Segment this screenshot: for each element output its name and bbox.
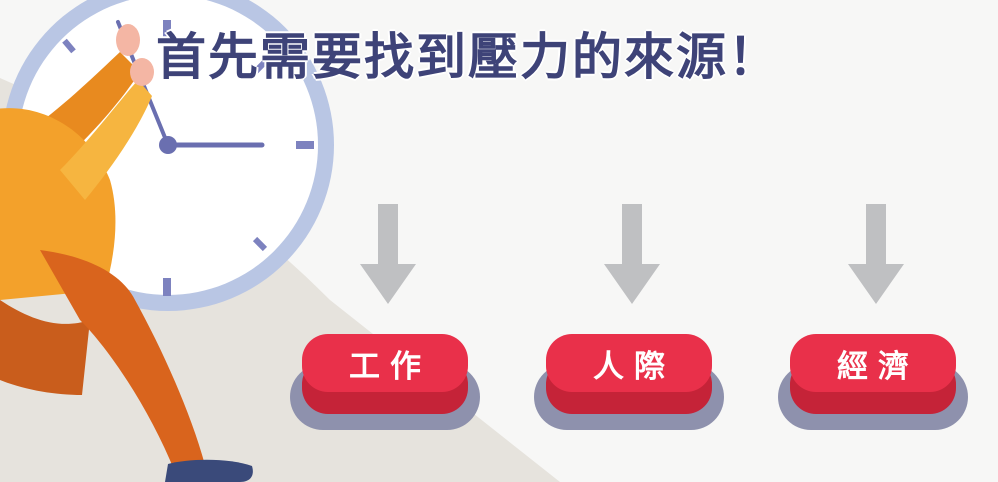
down-arrow-icon <box>604 204 660 304</box>
down-arrow-icon <box>848 204 904 304</box>
finance-button[interactable]: 經濟 <box>778 334 968 430</box>
work-button[interactable]: 工作 <box>290 334 480 430</box>
button-face: 人際 <box>546 334 712 392</box>
button-label: 工作 <box>349 348 431 385</box>
button-face: 工作 <box>302 334 468 392</box>
button-face: 經濟 <box>790 334 956 392</box>
button-label: 人際 <box>593 348 675 385</box>
page-title: 首先需要找到壓力的來源！ <box>156 28 780 86</box>
down-arrow-icon <box>360 204 416 304</box>
relationships-button[interactable]: 人際 <box>534 334 724 430</box>
running-person-figure <box>0 24 253 482</box>
button-label: 經濟 <box>837 348 919 385</box>
